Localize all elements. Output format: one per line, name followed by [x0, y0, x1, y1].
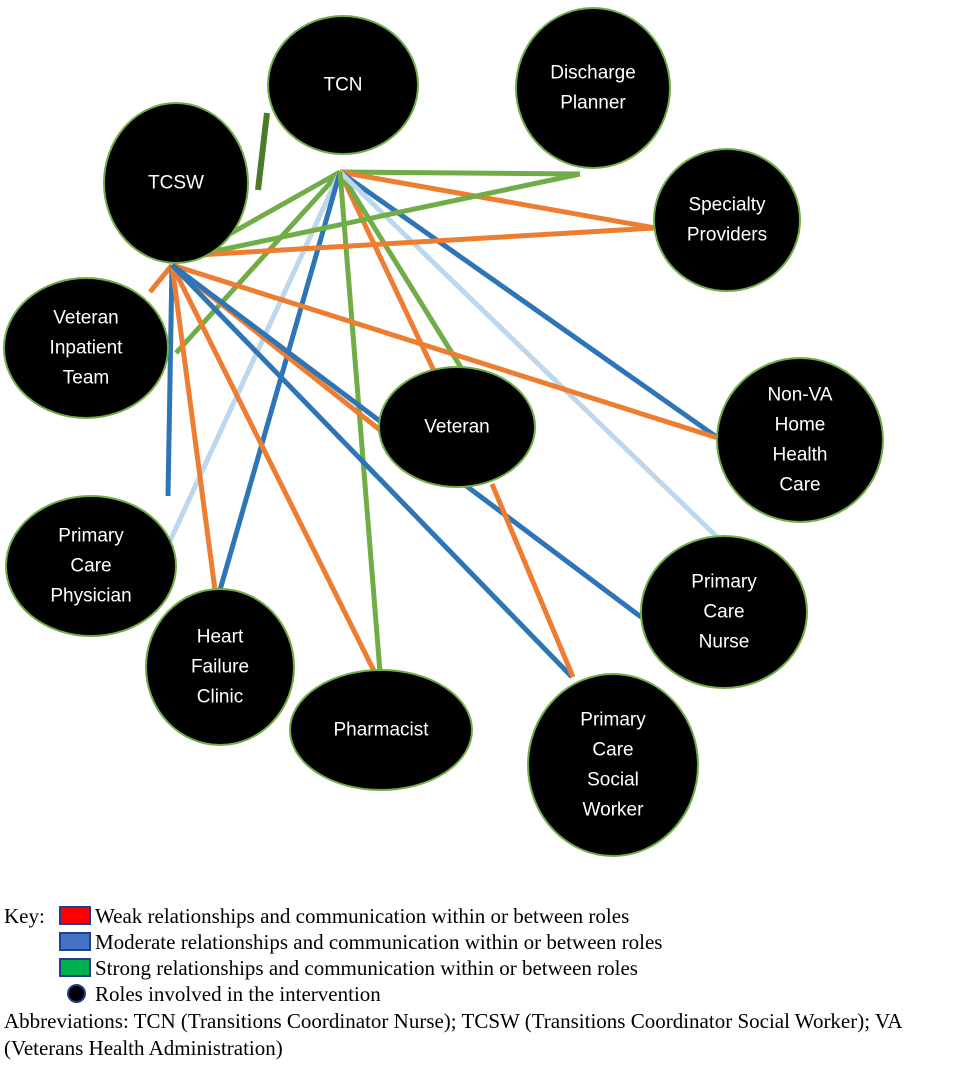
strong-swatch — [59, 958, 91, 977]
node-label: Veteran — [53, 308, 119, 329]
node-label: Primary — [580, 710, 646, 731]
node-veteran: Veteran — [378, 366, 536, 488]
node-circle — [515, 7, 671, 169]
edges — [148, 112, 720, 679]
node-label: Worker — [583, 800, 645, 821]
weak-swatch — [59, 906, 91, 925]
node-circle — [653, 148, 801, 292]
edge-tcn-veteran-2-strong — [337, 170, 468, 376]
key-moderate-row: Moderate relationships and communication… — [4, 929, 954, 955]
key-weak-label: Weak relationships and communication wit… — [95, 904, 630, 928]
node-label: Specialty — [688, 195, 766, 216]
key-weak-row: Key: Weak relationships and communicatio… — [4, 903, 954, 929]
edge-tcn-specialty-weak — [339, 169, 656, 231]
node-tcn: TCN — [267, 15, 419, 155]
edge-tcn-pcn-faint — [338, 170, 719, 539]
node-circle — [378, 366, 536, 488]
node-label: Primary — [58, 526, 124, 547]
edge-tcsw-pcsw-moderate — [170, 263, 574, 679]
node-circle — [527, 673, 699, 857]
node-label: Inpatient — [50, 338, 124, 359]
edge-tcn-discharge-strong — [339, 169, 581, 177]
edge-tcsw-specialty-weak — [196, 225, 656, 258]
node-label: Health — [773, 445, 828, 466]
edge-tcsw-nonva-weak — [171, 262, 719, 441]
node-label: Physician — [50, 586, 131, 607]
node-label: Pharmacist — [333, 720, 429, 741]
node-label: Failure — [191, 657, 249, 678]
edge-tcn-pharm-strong — [337, 171, 383, 673]
edge-tcsw-pcp-moderate — [165, 264, 175, 497]
node-label: Planner — [560, 93, 626, 114]
node-label: Providers — [687, 225, 767, 246]
node-label: Social — [587, 770, 639, 791]
key-strong-row: Strong relationships and communication w… — [4, 955, 954, 981]
node-label: Nurse — [699, 632, 750, 653]
edge-tcsw-discharge-strong — [196, 171, 581, 258]
node-label: Care — [70, 556, 111, 577]
edge-tcsw-hfc-weak — [169, 264, 218, 591]
key-moderate-label: Moderate relationships and communication… — [95, 930, 663, 954]
node-label: Primary — [691, 572, 757, 593]
node-circle — [640, 535, 808, 689]
node-circle — [5, 495, 177, 637]
node-circle — [267, 15, 419, 155]
node-circle — [3, 277, 169, 419]
node-circle — [145, 588, 295, 746]
node-tcsw: TCSW — [103, 102, 249, 264]
edge-veteran-pcsw-weak — [489, 483, 576, 678]
node-label: Non-VA — [767, 385, 832, 406]
role-dot-icon — [67, 984, 86, 1003]
edge-tcn-nonva-moderate — [338, 169, 720, 441]
edge-tcsw-tcn-strong — [255, 112, 270, 191]
node-label: Home — [775, 415, 826, 436]
edge-tcn-veteran-weak — [337, 170, 438, 375]
node-label: Team — [63, 368, 109, 389]
node-pharm: Pharmacist — [289, 669, 473, 791]
moderate-swatch — [59, 932, 91, 951]
node-label: Care — [592, 740, 633, 761]
key-legend: Key: Weak relationships and communicatio… — [4, 903, 954, 1062]
key-strong-label: Strong relationships and communication w… — [95, 956, 638, 980]
key-roles-label: Roles involved in the intervention — [95, 982, 381, 1006]
edge-tcn-hfc-moderate — [217, 171, 343, 591]
edge-tcsw-pharm-weak — [169, 263, 378, 675]
edge-tcsw-inpatient-weak — [148, 263, 174, 294]
node-label: Heart — [197, 627, 244, 648]
node-label: Care — [779, 475, 820, 496]
node-circle — [716, 357, 884, 523]
node-circle — [289, 669, 473, 791]
node-label: Veteran — [424, 417, 490, 438]
key-roles-row: Roles involved in the intervention — [4, 981, 954, 1007]
node-label: Care — [703, 602, 744, 623]
node-label: Discharge — [550, 63, 636, 84]
node-label: Clinic — [197, 687, 243, 708]
node-label: TCSW — [148, 173, 204, 194]
key-prefix: Key: — [4, 904, 45, 928]
abbreviations: Abbreviations: TCN (Transitions Coordina… — [4, 1009, 902, 1060]
node-label: TCN — [323, 75, 362, 96]
node-circle — [103, 102, 249, 264]
